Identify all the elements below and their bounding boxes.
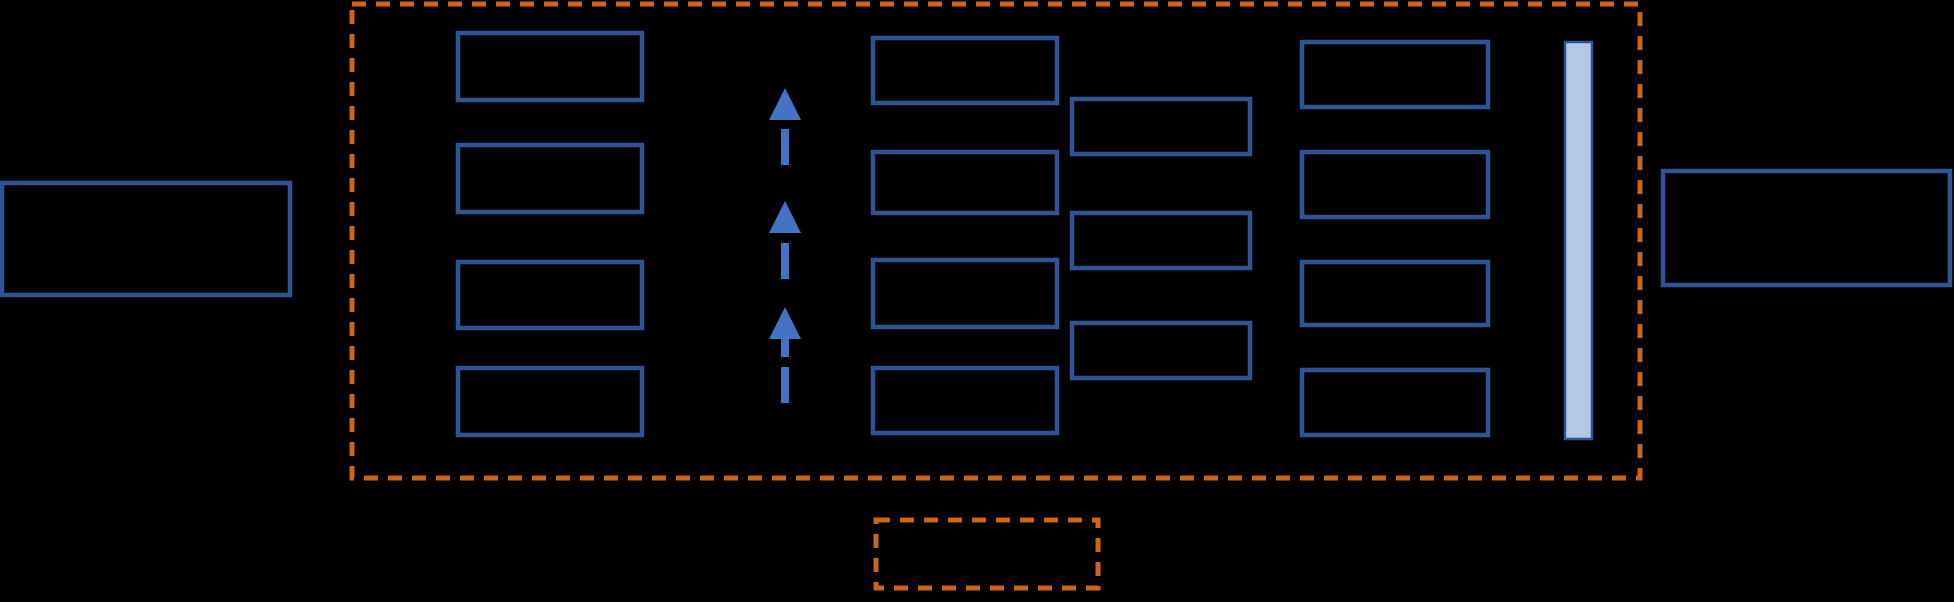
stage-1-column-box-1	[455, 30, 645, 103]
stage-2-right-column-box-1	[1069, 96, 1253, 157]
left-external-box	[0, 180, 293, 298]
stage-1-column-box-2	[455, 142, 645, 215]
stage-1-column-box-4	[455, 365, 645, 438]
stage-2-left-column-box-3	[870, 257, 1060, 330]
up-arrow-1-head	[769, 88, 801, 120]
up-arrow-2-head	[769, 201, 801, 233]
up-arrow-3-head	[769, 307, 801, 339]
stage-1-column-box-3	[455, 259, 645, 331]
stage-3-column-box-4	[1299, 367, 1491, 438]
pipeline-dashed-container	[349, 1, 1643, 481]
stage-2-left-column-box-1	[870, 35, 1060, 106]
stage-3-column-box-1	[1299, 39, 1491, 110]
bottom-dashed-box	[873, 517, 1101, 591]
right-external-box	[1660, 168, 1953, 288]
stage-2-right-column-box-2	[1069, 210, 1253, 271]
stage-3-column-box-2	[1299, 149, 1491, 220]
stage-2-left-column-box-4	[870, 365, 1060, 436]
vertical-highlight-bar	[1563, 40, 1594, 441]
stage-2-right-column-box-3	[1069, 320, 1253, 381]
stage-2-left-column-box-2	[870, 149, 1060, 216]
stage-3-column-box-3	[1299, 259, 1491, 328]
